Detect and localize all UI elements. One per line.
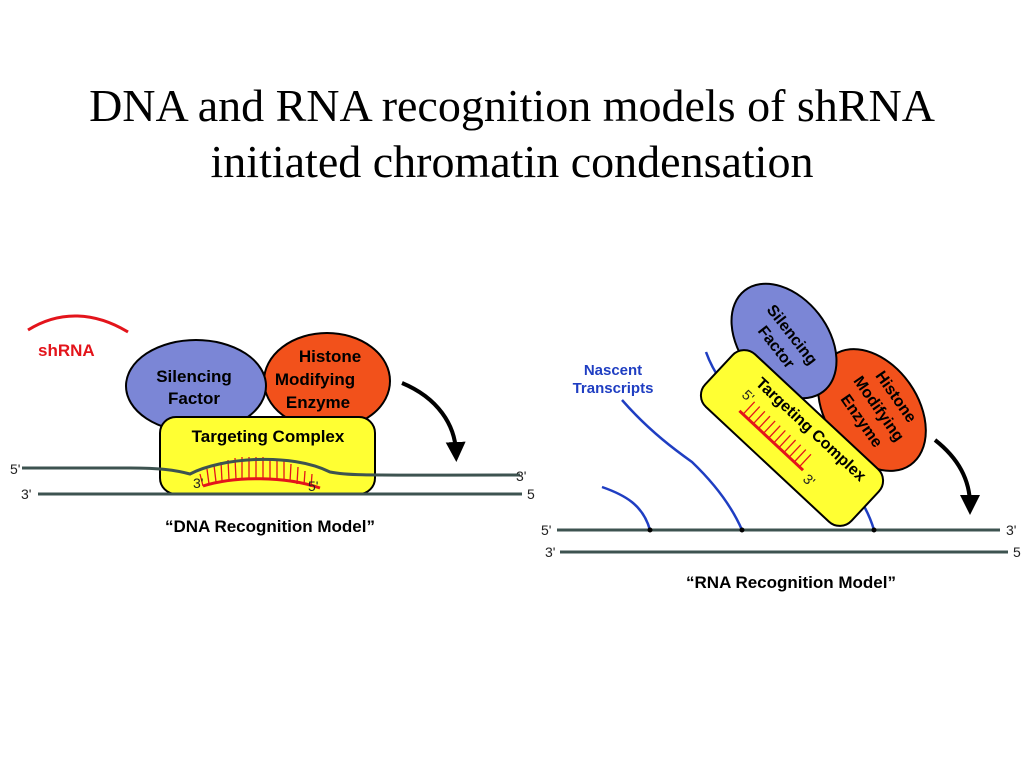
dna-bottom-right-end: 5 <box>527 486 535 502</box>
transcription-site-3 <box>871 527 877 533</box>
dna-model-caption: “DNA Recognition Model” <box>165 517 375 536</box>
dna-top-strand <box>22 457 521 477</box>
slide-title: DNA and RNA recognition models of shRNA … <box>0 78 1024 190</box>
rna-model-bottom-right-end: 5 <box>1013 544 1021 560</box>
targeting-inner-3-prime: 3' <box>193 475 203 491</box>
base-pairing-hatch <box>743 401 812 467</box>
rna-model-caption: “RNA Recognition Model” <box>686 573 896 592</box>
curved-arrow <box>401 381 466 462</box>
nascent-label-line-1: Nascent <box>584 362 642 379</box>
rna-model-bottom-left-end: 3' <box>545 544 555 560</box>
rna-model-top-left-end: 5' <box>541 522 551 538</box>
nascent-transcript-long <box>621 399 744 531</box>
silencing-label-line-2: Factor <box>168 389 220 408</box>
nascent-label-line-2: Transcripts <box>573 380 654 397</box>
histone-enzyme: Histone Modifying Enzyme <box>817 348 927 472</box>
transcription-site-1 <box>647 527 653 533</box>
shrna-bound-strand <box>202 477 321 490</box>
silencing-factor: Silencing Factor <box>125 339 267 433</box>
dna-top-right-end: 3' <box>516 468 526 484</box>
shrna-bound-strand <box>738 409 805 472</box>
shrna-strand <box>27 314 129 334</box>
shrna-label: shRNA <box>38 341 95 360</box>
transcription-site-2 <box>739 527 745 533</box>
targeting-complex: Targeting Complex 3' <box>159 416 376 495</box>
histone-enzyme: Histone Modifying Enzyme <box>263 332 391 430</box>
histone-label-line-1: Histone <box>299 347 361 366</box>
targeting-inner-5-prime: 5' <box>308 478 318 494</box>
histone-label-line-2: Modifying <box>275 370 355 389</box>
dna-recognition-model: shRNA Histone Modifying Enzyme Silencing… <box>10 314 535 536</box>
rna-model-top-right-end: 3' <box>1006 522 1016 538</box>
dna-top-left-end: 5' <box>10 461 20 477</box>
silencing-label-line-1: Silencing <box>156 367 232 386</box>
rna-recognition-model: Nascent Transcripts Histone Modifying En… <box>541 282 1021 592</box>
dna-bottom-left-end: 3' <box>21 486 31 502</box>
histone-label-line-3: Enzyme <box>286 393 350 412</box>
slide-title-line-1: DNA and RNA recognition models of shRNA <box>89 80 935 131</box>
curved-arrow <box>933 438 980 515</box>
nascent-transcript-short <box>601 485 652 531</box>
slide-title-line-2: initiated chromatin condensation <box>210 136 814 187</box>
targeting-complex-label: Targeting Complex <box>192 427 345 446</box>
